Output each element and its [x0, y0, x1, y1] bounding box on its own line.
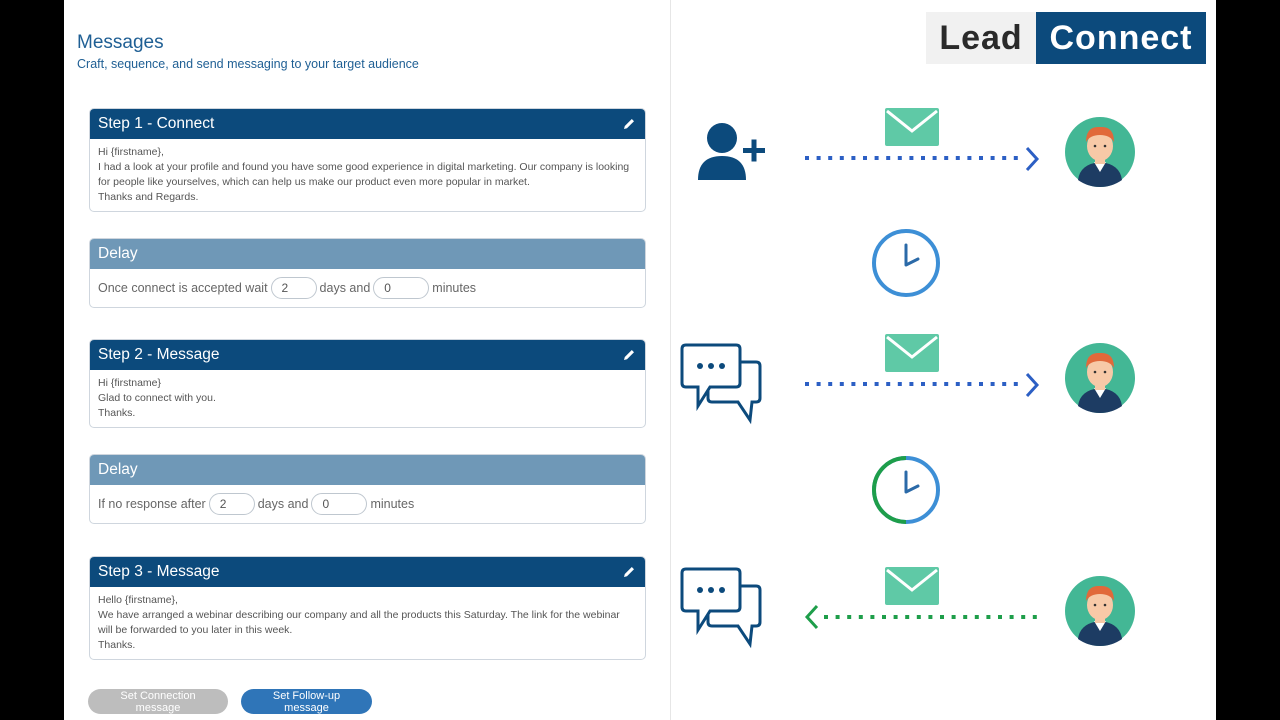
delay1-row: Once connect is accepted wait days and m…: [90, 269, 645, 307]
clock-icon: [872, 456, 940, 524]
chat-icon: [680, 343, 762, 425]
delay1-mid: days and: [319, 281, 371, 295]
step2-line: Hi {firstname}: [98, 377, 162, 389]
step3-line: will be forwarded to you later in this w…: [98, 624, 293, 636]
divider: [670, 0, 671, 720]
step1-line: for people like yourselves, which can he…: [98, 176, 530, 188]
delay2-suffix: minutes: [370, 497, 415, 511]
delay1-prefix: Once connect is accepted wait: [98, 281, 268, 295]
messages-panel: Messages Craft, sequence, and send messa…: [64, 0, 670, 720]
avatar-icon: [1065, 343, 1135, 413]
delay2-mid: days and: [257, 497, 309, 511]
page-subtitle: Craft, sequence, and send messaging to y…: [77, 57, 419, 71]
delay2-card: Delay If no response after days and minu…: [89, 454, 646, 524]
step1-header: Step 1 - Connect: [90, 109, 645, 139]
step3-line: We have arranged a webinar describing ou…: [98, 609, 620, 621]
step1-line: Thanks and Regards.: [98, 191, 199, 203]
delay2-header: Delay: [90, 455, 645, 485]
leadconnect-logo: Lead Connect: [926, 12, 1206, 64]
logo-connect-text: Connect: [1036, 12, 1206, 64]
set-connection-message-button[interactable]: Set Connection message: [88, 689, 228, 714]
logo-lead-text: Lead: [926, 12, 1036, 64]
delay2-days-input[interactable]: [208, 493, 255, 515]
arrow-right-icon: [805, 372, 1040, 398]
avatar-icon: [1065, 576, 1135, 646]
delay1-days-input[interactable]: [270, 277, 317, 299]
step3-header: Step 3 - Message: [90, 557, 645, 587]
delay2-minutes-input[interactable]: [311, 493, 368, 515]
step2-message[interactable]: Hi {firstname} Glad to connect with you.…: [90, 370, 645, 427]
delay1-title: Delay: [98, 245, 138, 262]
delay2-title: Delay: [98, 461, 138, 478]
step1-card: Step 1 - Connect Hi {firstname}, I had a…: [89, 108, 646, 212]
set-followup-message-button[interactable]: Set Follow-up message: [241, 689, 372, 714]
delay1-card: Delay Once connect is accepted wait days…: [89, 238, 646, 308]
step1-title: Step 1 - Connect: [98, 115, 215, 132]
step3-line: Thanks.: [98, 639, 136, 651]
avatar-icon: [1065, 117, 1135, 187]
canvas: Messages Craft, sequence, and send messa…: [64, 0, 1216, 720]
delay2-prefix: If no response after: [98, 497, 206, 511]
step2-header: Step 2 - Message: [90, 340, 645, 370]
chat-icon: [680, 567, 762, 649]
step3-line: Hello {firstname},: [98, 594, 178, 606]
step1-line: Hi {firstname},: [98, 146, 164, 158]
pencil-icon[interactable]: [621, 347, 637, 363]
step2-line: Thanks.: [98, 407, 136, 419]
step2-line: Glad to connect with you.: [98, 392, 216, 404]
step2-card: Step 2 - Message Hi {firstname} Glad to …: [89, 339, 646, 428]
delay1-header: Delay: [90, 239, 645, 269]
step3-card: Step 3 - Message Hello {firstname}, We h…: [89, 556, 646, 660]
delay1-suffix: minutes: [432, 281, 477, 295]
step3-title: Step 3 - Message: [98, 563, 220, 580]
pencil-icon[interactable]: [621, 564, 637, 580]
step2-title: Step 2 - Message: [98, 346, 220, 363]
page-title: Messages: [77, 32, 164, 53]
arrow-left-icon: [804, 604, 1038, 630]
step1-line: I had a look at your profile and found y…: [98, 161, 630, 173]
envelope-icon: [885, 334, 939, 372]
step1-message[interactable]: Hi {firstname}, I had a look at your pro…: [90, 139, 645, 211]
pencil-icon[interactable]: [621, 116, 637, 132]
step3-message[interactable]: Hello {firstname}, We have arranged a we…: [90, 587, 645, 659]
delay1-minutes-input[interactable]: [373, 277, 430, 299]
envelope-icon: [885, 567, 939, 605]
add-user-icon: [698, 123, 765, 180]
delay2-row: If no response after days and minutes: [90, 485, 645, 523]
arrow-right-icon: [805, 146, 1040, 172]
envelope-icon: [885, 108, 939, 146]
clock-icon: [872, 229, 940, 297]
